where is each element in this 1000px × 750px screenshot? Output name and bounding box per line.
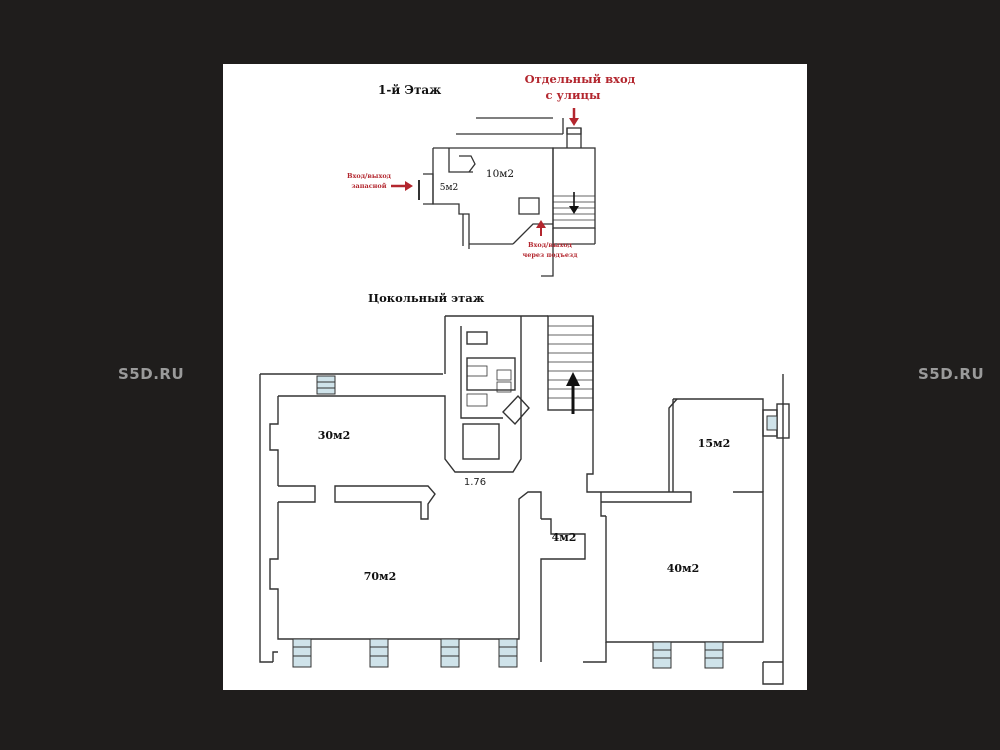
street-entrance-label-line1: Отдельный вход [525,72,636,86]
floor-plan-sheet: 1-й Этаж Отдельный вход с улицы Вход/вых… [223,64,807,690]
basement-windows [292,375,778,669]
porch-entrance-arrow [536,220,546,236]
first-floor-plan [418,117,596,277]
room-4m2-label: 4м2 [552,531,577,544]
room-40m2-label: 40м2 [667,562,700,575]
floor-plan-drawing: 1-й Этаж Отдельный вход с улицы Вход/вых… [259,72,790,685]
emergency-exit-label-line1: Вход/выход [347,172,392,180]
watermark-right: S5D.RU [918,365,985,383]
stair-direction-arrow-first-floor [569,192,579,214]
emergency-exit-arrow [391,181,413,191]
street-entrance-label-line2: с улицы [545,88,601,102]
porch-entrance-label-line2: через подъезд [522,251,578,259]
basement-plan [259,315,790,685]
dimension-label: 1.76 [464,477,486,488]
basement-title: Цокольный этаж [368,291,485,305]
stair-direction-arrow-basement [566,372,580,414]
street-entrance-arrow [569,108,579,126]
room-15m2-label: 15м2 [698,437,731,450]
room-30m2-label: 30м2 [318,429,351,442]
room-5m2-label: 5м2 [440,183,458,193]
room-10m2-label: 10м2 [486,168,514,180]
emergency-exit-label-line2: запасной [351,182,386,190]
first-floor-title: 1-й Этаж [378,83,441,97]
room-70m2-label: 70м2 [364,570,397,583]
watermark-left: S5D.RU [118,365,185,383]
porch-entrance-label-line1: Вход/выход [528,241,573,249]
